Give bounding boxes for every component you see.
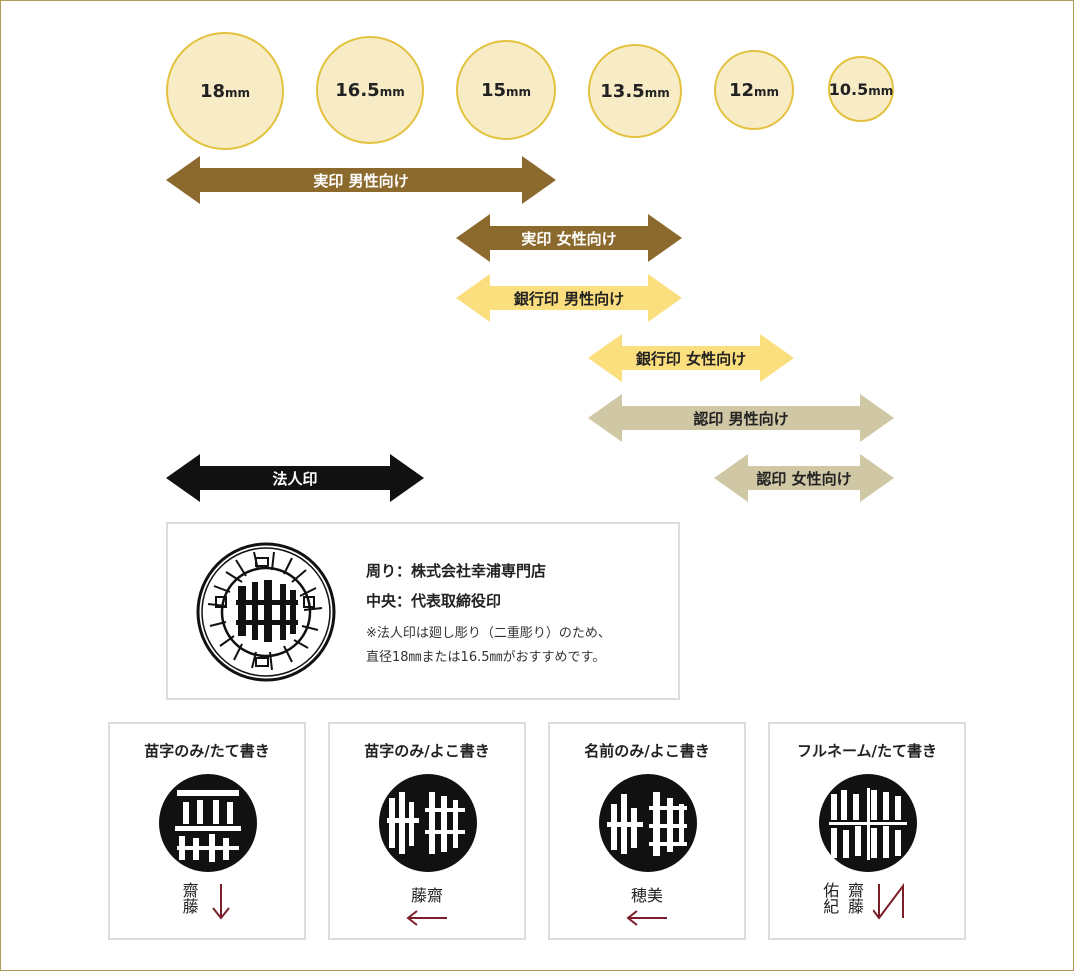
size-number: 10.5 xyxy=(828,79,869,99)
card-example: 佑紀 齋藤 xyxy=(770,882,964,922)
card-title: 苗字のみ/よこ書き xyxy=(364,742,490,760)
range-label: 銀行印 女性向け xyxy=(635,349,747,368)
example-text: 穂美 xyxy=(630,886,663,905)
seal-sample-image xyxy=(379,774,477,872)
range-label: 認印 男性向け xyxy=(693,409,789,428)
size-number: 12 xyxy=(728,79,755,101)
range-label: 銀行印 男性向け xyxy=(513,289,625,308)
seal-sample-image xyxy=(819,774,917,872)
size-number: 18 xyxy=(199,80,226,102)
style-card-fullname-vertical: フルネーム/たて書き 佑紀 齋藤 xyxy=(768,722,966,940)
arrow-down-icon xyxy=(212,884,231,920)
size-number: 16.5 xyxy=(335,79,380,101)
example-char: 齋 xyxy=(845,882,864,898)
corporate-note: ※法人印は廻し彫り（二重彫り）のため、 直径18㎜または16.5㎜がおすすめです… xyxy=(366,622,611,670)
range-label: 実印 女性向け xyxy=(521,229,617,248)
arrow-left-icon xyxy=(626,910,667,926)
corporate-note-line1: ※法人印は廻し彫り（二重彫り）のため、 xyxy=(366,626,611,641)
corporate-seal-image xyxy=(196,542,336,682)
card-title: 名前のみ/よこ書き xyxy=(584,742,710,760)
example-column-given: 佑紀 xyxy=(820,882,840,914)
card-title: 苗字のみ/たて書き xyxy=(144,742,270,760)
arrow-zigzag-down-icon xyxy=(872,883,904,920)
size-number: 15 xyxy=(480,79,507,101)
corporate-seal-box: 周り：株式会社幸浦専門店 中央：代表取締役印 ※法人印は廻し彫り（二重彫り）のた… xyxy=(166,522,680,700)
arrow-left-icon xyxy=(406,910,447,926)
seal-sample-image xyxy=(159,774,257,872)
size-unit: mm xyxy=(379,85,405,99)
range-label: 認印 女性向け xyxy=(756,469,852,488)
example-char: 藤 xyxy=(179,898,199,914)
example-char: 齋 xyxy=(179,882,199,898)
seal-glyph-art xyxy=(829,788,907,860)
seal-glyph-art xyxy=(175,790,241,862)
corporate-seal-description: 周り：株式会社幸浦専門店 中央：代表取締役印 xyxy=(366,556,546,616)
seal-glyph-art xyxy=(607,792,687,856)
example-text: 藤齋 xyxy=(410,886,443,905)
style-card-surname-horizontal: 苗字のみ/よこ書き 藤齋 xyxy=(328,722,526,940)
size-unit: mm xyxy=(225,86,251,100)
range-label: 実印 男性向け xyxy=(313,171,409,190)
card-example: 齋藤 xyxy=(110,882,304,922)
style-card-given-horizontal: 名前のみ/よこ書き 穂美 xyxy=(548,722,746,940)
size-unit: mm xyxy=(644,86,670,100)
card-example: 藤齋 xyxy=(330,882,524,932)
corporate-line-center: 中央：代表取締役印 xyxy=(366,592,502,610)
example-column-surname: 齋藤 xyxy=(845,882,864,914)
seal-sample-image xyxy=(599,774,697,872)
size-number: 13.5 xyxy=(600,80,645,102)
size-unit: mm xyxy=(868,84,894,98)
corporate-note-line2: 直径18㎜または16.5㎜がおすすめです。 xyxy=(366,650,606,665)
corporate-line-outer: 周り：株式会社幸浦専門店 xyxy=(366,562,547,580)
range-label: 法人印 xyxy=(272,469,318,488)
example-text: 齋藤 xyxy=(179,882,199,914)
example-char: 藤 xyxy=(845,898,864,914)
seal-glyph-art xyxy=(387,792,465,854)
example-char: 紀 xyxy=(820,898,840,914)
card-title: フルネーム/たて書き xyxy=(796,742,938,760)
size-unit: mm xyxy=(506,85,532,99)
size-unit: mm xyxy=(754,85,780,99)
card-example: 穂美 xyxy=(550,882,744,932)
example-char: 佑 xyxy=(820,882,840,898)
style-card-surname-vertical: 苗字のみ/たて書き 齋藤 xyxy=(108,722,306,940)
